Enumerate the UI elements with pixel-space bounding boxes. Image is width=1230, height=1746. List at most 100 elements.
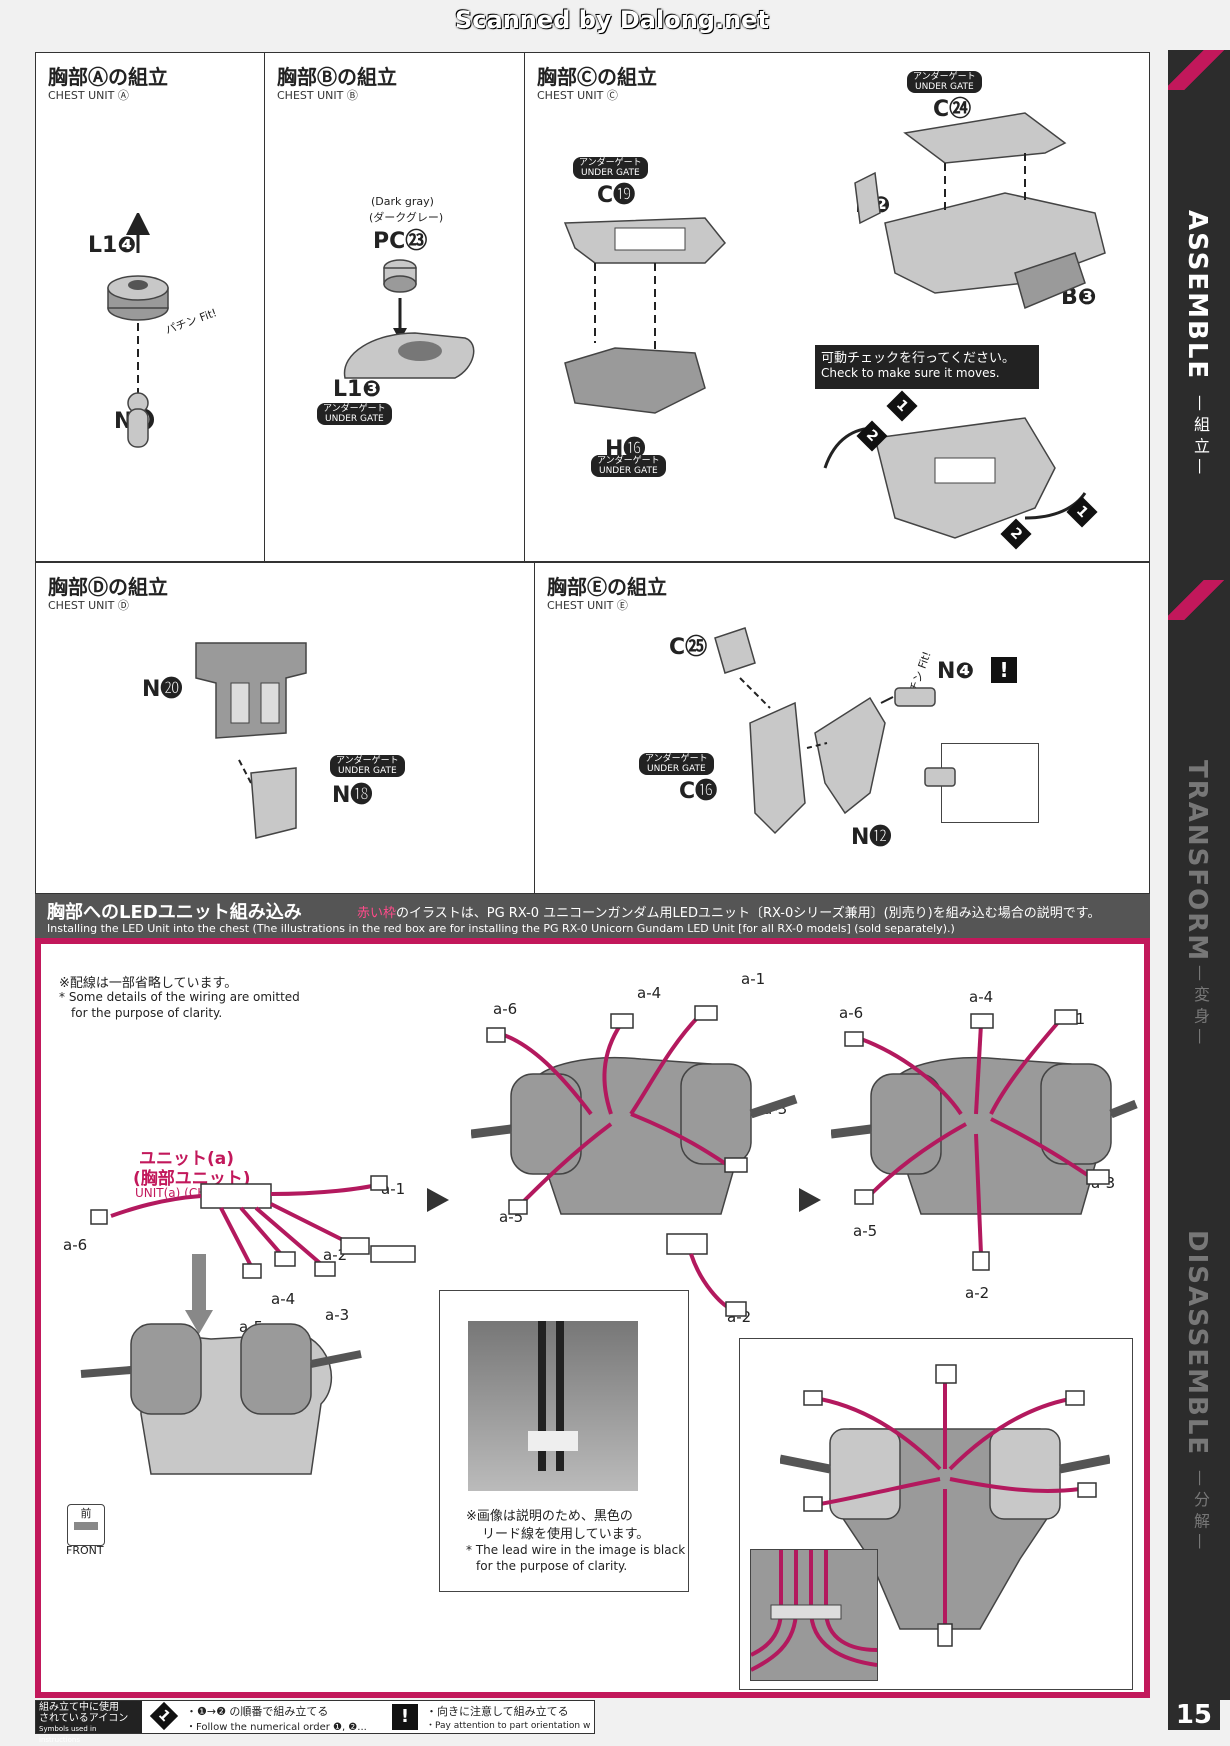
led-title: 胸部へのLEDユニット組み込み [47, 902, 302, 923]
front-icon: 前 [67, 1504, 105, 1546]
wire-a3-s1: a-3 [325, 1306, 350, 1324]
photo-box: ※画像は説明のため、黒色の リード線を使用しています。 * The lead w… [439, 1290, 689, 1592]
photo-wire-b [556, 1321, 564, 1471]
move-check-jp: 可動チェックを行ってください。 [821, 351, 1015, 366]
part-c25: C㉕ [669, 635, 708, 660]
color-en: (Dark gray) [371, 195, 434, 208]
ug-en: UNDER GATE [646, 764, 706, 774]
panel-e-subtitle: CHEST UNIT Ⓔ [547, 599, 628, 612]
panel-c-subtitle: CHEST UNIT Ⓒ [537, 89, 618, 102]
ug-jp: アンダーゲート [645, 754, 708, 764]
wire-a6-s2: a-6 [493, 1000, 518, 1018]
ug-en: UNDER GATE [914, 82, 974, 92]
ug-en: UNDER GATE [598, 466, 658, 476]
panel-a-title: 胸部Ⓐの組立 [48, 65, 168, 89]
wire-a5-s3: a-5 [853, 1222, 878, 1240]
ug-en: UNDER GATE [324, 414, 384, 424]
photo-note-jp2: リード線を使用しています。 [482, 1527, 650, 1542]
sidebar-assemble: ASSEMBLE [1182, 210, 1212, 381]
led-desc-red: 赤い枠 [357, 906, 397, 921]
chest-c-right-illustration [854, 112, 1106, 310]
panel-d-title: 胸部Ⓓの組立 [48, 575, 168, 599]
led-step2-illustration [471, 1005, 798, 1317]
warn-en: ・Pay attention to part orientation when … [426, 1721, 591, 1731]
panel-a-subtitle: CHEST UNIT Ⓐ [48, 89, 129, 102]
detail-illustration [780, 1364, 1110, 1647]
sidebar-disassemble-jp: — 分 解 — [1191, 1470, 1210, 1550]
led-desc-jp: 赤い枠のイラストは、PG RX-0 ユニコーンガンダム用LEDユニット〔RX-0… [357, 902, 1100, 921]
photo [468, 1321, 638, 1491]
part-n4: N❹ [937, 659, 975, 684]
sidebar-transform: TRANSFORM [1182, 760, 1212, 963]
ug-jp: アンダーゲート [579, 158, 642, 168]
photo-note-en2: for the purpose of clarity. [476, 1559, 628, 1573]
part-pc23: PC㉓ [373, 229, 428, 254]
wire-a4-s3: a-4 [969, 988, 994, 1006]
front-arrow-icon [74, 1522, 98, 1530]
part-c16: C⓰ [679, 779, 718, 804]
order-en: ・Follow the numerical order ❶, ❷... [186, 1722, 367, 1733]
warn-jp: ・向きに注意して組み立てる [426, 1705, 569, 1718]
front-en: FRONT [66, 1544, 104, 1557]
part-n20: N⓴ [142, 677, 183, 702]
chest-b-illustration [343, 259, 475, 379]
photo-wire-a [538, 1321, 546, 1471]
unit-a-label-jp1: ユニット(a) [139, 1149, 235, 1169]
led-step1-illustration [80, 1175, 416, 1475]
sidebar: ASSEMBLE — 組 立 — TRANSFORM — 変 身 — DISAS… [1168, 50, 1230, 1700]
ug-jp: アンダーゲート [913, 72, 976, 82]
photo-note-jp1: ※画像は説明のため、黒色の [466, 1509, 633, 1524]
detail-inset-wires [750, 1550, 878, 1672]
wire-a6-s3: a-6 [839, 1004, 864, 1022]
order-icon: 1 [149, 1701, 179, 1731]
warning-icon: ! [991, 657, 1017, 683]
led-header: 胸部へのLEDユニット組み込み 赤い枠のイラストは、PG RX-0 ユニコーンガ… [35, 894, 1150, 938]
led-desc-en: Installing the LED Unit into the chest (… [47, 922, 955, 935]
wire-a4-s1: a-4 [271, 1290, 296, 1308]
panel-e-title: 胸部Ⓔの組立 [547, 575, 667, 599]
sidebar-stripe-top [1168, 50, 1230, 90]
ug-en: UNDER GATE [580, 168, 640, 178]
sidebar-disassemble: DISASSEMBLE [1182, 1230, 1212, 1457]
front-jp: 前 [80, 1507, 92, 1520]
page-number: 15 [1167, 1700, 1220, 1730]
wire-a2-s3: a-2 [965, 1284, 990, 1302]
part-n12: N⓬ [851, 825, 892, 850]
legend-label-en: Symbols used in instructions [39, 1725, 97, 1744]
photo-clip [528, 1431, 578, 1451]
sidebar-transform-jp: — 変 身 — [1191, 965, 1210, 1045]
wire-a6-s1: a-6 [63, 1236, 88, 1254]
led-desc-rest: のイラストは、PG RX-0 ユニコーンガンダム用LEDユニット〔RX-0シリー… [396, 906, 1101, 921]
omit-note-jp: ※配線は一部省略しています。 [59, 976, 238, 991]
color-jp: (ダークグレー) [369, 211, 444, 224]
ug-jp: アンダーゲート [336, 756, 399, 766]
ug-jp: アンダーゲート [323, 404, 386, 414]
panel-d-subtitle: CHEST UNIT Ⓓ [48, 599, 129, 612]
part-l1-3: L1❸ [333, 377, 381, 402]
wire-a4-s2: a-4 [637, 984, 662, 1002]
move-check-box: 可動チェックを行ってください。 Check to make sure it mo… [815, 345, 1039, 389]
panel-b-subtitle: CHEST UNIT Ⓑ [277, 89, 358, 102]
chest-c-movement-illustration [823, 417, 1087, 539]
panel-c-title: 胸部Ⓒの組立 [537, 65, 657, 89]
wire-a1-s2: a-1 [741, 970, 766, 988]
chest-a-illustration [107, 213, 169, 448]
ug-jp: アンダーゲート [597, 456, 660, 466]
legend-label-jp1: 組み立て中に使用 [39, 1702, 119, 1713]
sidebar-stripe-mid [1168, 580, 1230, 620]
warn-icon: ! [392, 1704, 418, 1730]
omit-note-en2: for the purpose of clarity. [71, 1006, 223, 1020]
scan-banner: Scanned by Dalong.net [455, 6, 769, 34]
part-n18: N⓲ [332, 783, 373, 808]
led-red-frame: ※配線は一部省略しています。 * Some details of the wir… [35, 938, 1150, 1698]
omit-note-en1: * Some details of the wiring are omitted [59, 990, 300, 1004]
legend-label-jp2: されているアイコン [39, 1713, 129, 1724]
